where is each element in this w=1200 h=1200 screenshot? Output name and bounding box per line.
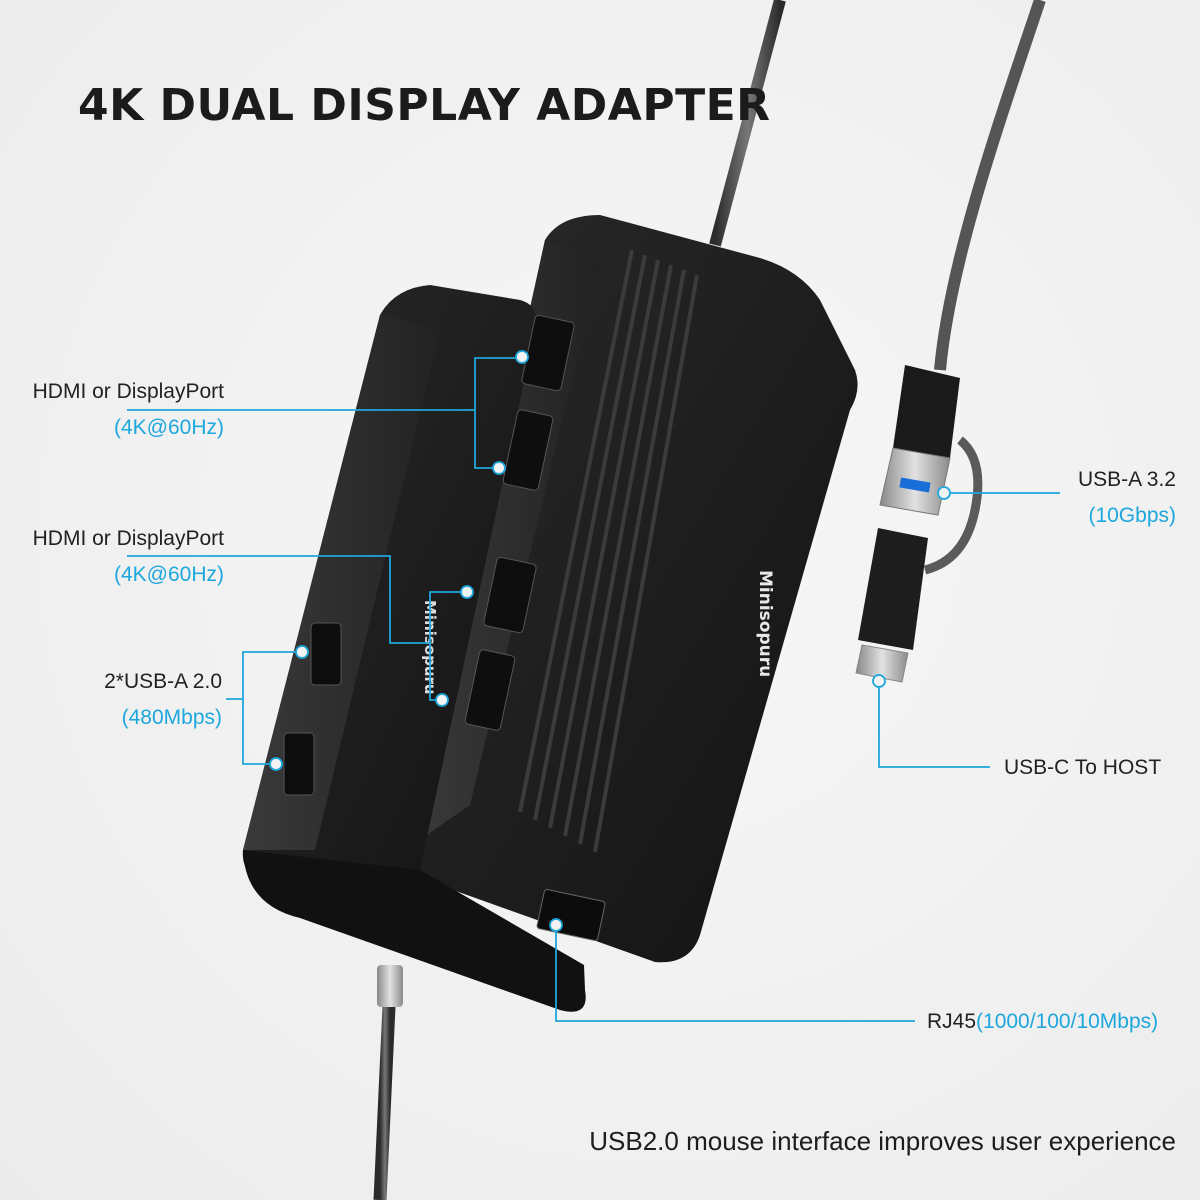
brand-logo-back: Minisopuru bbox=[755, 570, 775, 677]
callout-usb-a-2: 2*USB-A 2.0 (480Mbps) bbox=[24, 664, 222, 736]
callout-usb-c-name: USB-C To HOST bbox=[1004, 756, 1162, 779]
usb-c-plug bbox=[855, 528, 928, 683]
bottom-cable-strain-relief bbox=[377, 965, 403, 1007]
usb-a-port-2 bbox=[283, 732, 315, 796]
footnote: USB2.0 mouse interface improves user exp… bbox=[589, 1126, 1176, 1156]
top-cable bbox=[709, 0, 786, 247]
usb-a-plug bbox=[879, 365, 960, 516]
display-ports bbox=[464, 314, 575, 731]
callout-display-1: HDMI or DisplayPort (4K@60Hz) bbox=[24, 374, 224, 446]
dp-port-2 bbox=[464, 649, 516, 731]
callout-display-1-spec: (4K@60Hz) bbox=[113, 416, 224, 439]
callout-display-2-name: HDMI or DisplayPort bbox=[32, 527, 224, 550]
hdmi-port-1 bbox=[521, 314, 575, 392]
back-unit: Minisopuru bbox=[410, 215, 858, 963]
callout-rj45-name: RJ45 bbox=[927, 1010, 977, 1033]
page-title: 4K DUAL DISPLAY ADAPTER bbox=[78, 80, 771, 131]
callout-lines bbox=[127, 350, 1060, 1022]
callout-usb-c: USB-C To HOST bbox=[1004, 750, 1161, 786]
plug-cable bbox=[934, 0, 1046, 371]
callout-usb-a-32-spec: (10Gbps) bbox=[1088, 504, 1176, 527]
callout-display-1-name: HDMI or DisplayPort bbox=[32, 380, 224, 403]
callout-display-2: HDMI or DisplayPort (4K@60Hz) bbox=[24, 521, 224, 593]
callout-rj45-spec: (1000/100/10Mbps) bbox=[976, 1010, 1159, 1033]
bottom-cable bbox=[373, 984, 397, 1200]
hdmi-port-2 bbox=[483, 556, 537, 634]
dp-port-1 bbox=[502, 409, 554, 491]
callout-usb-a-32: USB-A 3.2 (10Gbps) bbox=[1000, 462, 1176, 534]
usb-a-port-1 bbox=[310, 622, 342, 686]
callout-usb-a-2-spec: (480Mbps) bbox=[121, 706, 222, 729]
callout-usb-a-32-name: USB-A 3.2 bbox=[1077, 468, 1176, 491]
callout-rj45: RJ45(1000/100/10Mbps) bbox=[927, 1004, 1158, 1040]
callout-display-2-spec: (4K@60Hz) bbox=[113, 563, 224, 586]
callout-usb-a-2-name: 2*USB-A 2.0 bbox=[104, 670, 222, 693]
